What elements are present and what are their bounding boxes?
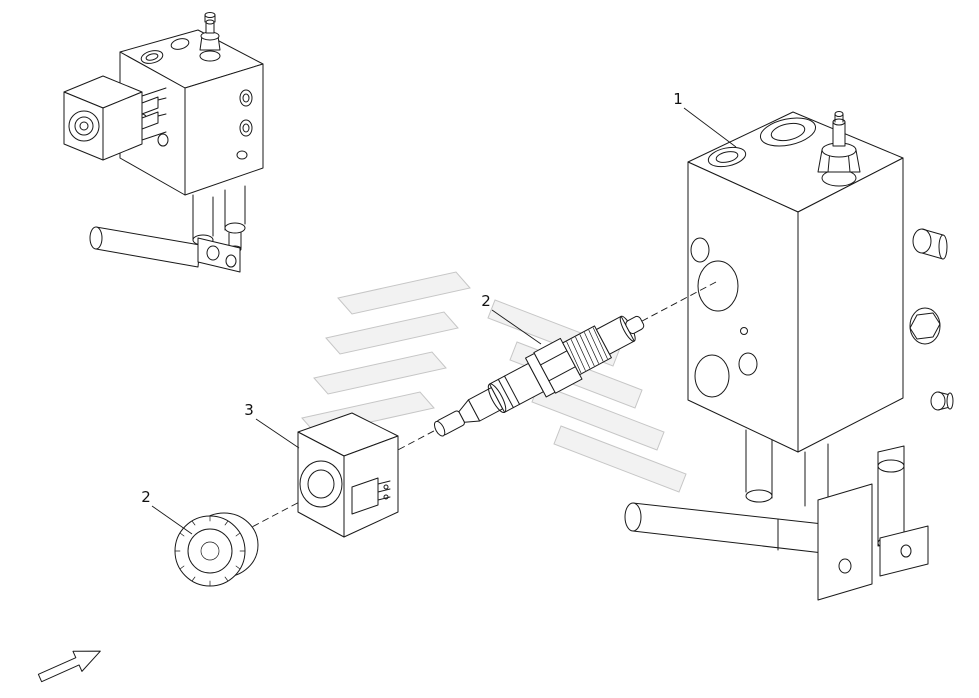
leader-line-3 [255, 418, 300, 449]
handle-pipe [632, 502, 824, 554]
grease-nipple [199, 12, 221, 62]
callouts: 1 2 3 2 [141, 90, 737, 535]
knurled-knob [174, 512, 259, 587]
mounting-bracket [817, 483, 873, 601]
callout-2a: 2 [481, 292, 491, 310]
leader-line-2a [491, 309, 542, 345]
hex-plugs [909, 228, 954, 411]
assembled-valve-thumbnail [63, 12, 264, 273]
cartridge-bore [697, 260, 739, 312]
fitting-cylinder [192, 194, 214, 241]
cartridge-valve [433, 315, 645, 437]
valve-block [624, 111, 954, 601]
coil-bore [299, 460, 343, 508]
block-front-face [687, 161, 799, 453]
callout-1: 1 [673, 90, 683, 108]
leader-line-1 [683, 107, 737, 148]
coil-connector [351, 477, 379, 515]
leader-line-2b [151, 505, 193, 535]
pilot-tip [625, 315, 645, 334]
callout-2b: 2 [141, 488, 151, 506]
mounted-solenoid-coil [63, 75, 167, 161]
control-rod [95, 226, 201, 268]
callout-3: 3 [244, 401, 254, 419]
banjo-fitting [817, 111, 861, 187]
valve-block-fittings [624, 429, 929, 601]
direction-arrow-icon [37, 650, 101, 683]
block-side-face [797, 157, 904, 453]
knurling [174, 515, 246, 587]
solenoid-coil [297, 412, 399, 538]
